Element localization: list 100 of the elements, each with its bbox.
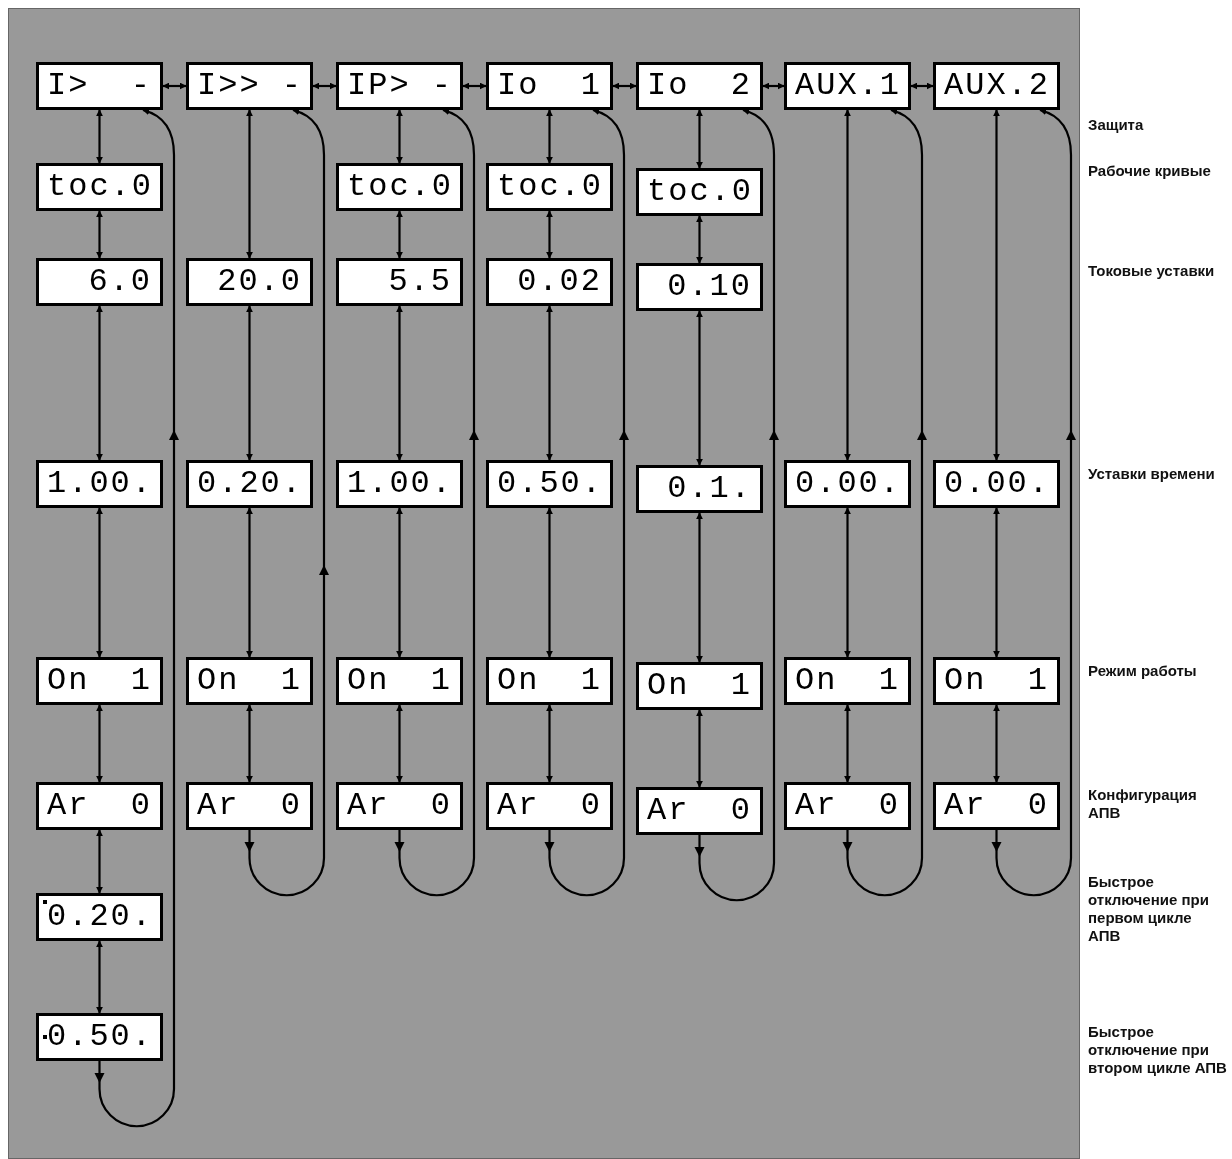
row-label: Уставки времени — [1088, 465, 1216, 483]
display-box — [486, 460, 613, 508]
display-text: Ar 0 — [497, 788, 602, 824]
display-box — [636, 168, 763, 216]
display-text: Ar 0 — [795, 788, 900, 824]
display-box — [36, 657, 163, 705]
double-arrow — [396, 210, 403, 259]
loop-arrow — [842, 108, 927, 897]
display-box — [784, 62, 911, 110]
display-text: 20.0 — [216, 264, 302, 300]
row-label: Защита — [1088, 116, 1145, 134]
display-text: 0.00. — [944, 466, 1049, 502]
double-arrow — [762, 82, 785, 90]
double-arrow — [612, 82, 637, 90]
display-text: IP> - — [347, 68, 452, 104]
double-arrow — [96, 704, 103, 783]
display-text: toc.0 — [347, 169, 452, 205]
row-label: Рабочие кривые — [1088, 162, 1212, 180]
display-text: On 1 — [647, 668, 752, 704]
double-arrow — [696, 109, 703, 169]
double-arrow — [993, 704, 1000, 783]
double-arrow — [96, 940, 103, 1014]
double-arrow — [396, 507, 403, 658]
display-box — [36, 163, 163, 211]
display-box — [933, 62, 1060, 110]
display-box — [933, 460, 1060, 508]
display-box — [36, 1013, 163, 1061]
display-text: Ar 0 — [647, 793, 752, 829]
display-text: I> - — [47, 68, 152, 104]
loop-arrow — [694, 108, 779, 902]
display-box — [336, 657, 463, 705]
display-box — [336, 782, 463, 830]
double-arrow — [246, 507, 253, 658]
double-arrow — [246, 109, 253, 259]
display-box — [933, 657, 1060, 705]
loop-arrow — [244, 108, 329, 897]
double-arrow — [844, 704, 851, 783]
double-arrow — [844, 507, 851, 658]
display-box — [486, 163, 613, 211]
display-text: On 1 — [347, 663, 452, 699]
display-text: 1.00. — [47, 466, 152, 502]
display-text: Io 2 — [647, 68, 752, 104]
loop-arrow — [544, 108, 629, 897]
display-text: 0.20. — [197, 466, 302, 502]
double-arrow — [844, 109, 851, 461]
row-label: Быстрое отключение при втором цикле АПВ — [1088, 1023, 1228, 1077]
display-text: 0.50. — [497, 466, 602, 502]
loop-arrow — [94, 108, 179, 1128]
display-box — [784, 657, 911, 705]
display-box — [336, 258, 463, 306]
display-box — [486, 782, 613, 830]
double-arrow — [696, 310, 703, 466]
double-arrow — [96, 210, 103, 259]
display-box — [186, 657, 313, 705]
display-box — [636, 465, 763, 513]
display-text: On 1 — [944, 663, 1049, 699]
display-text: On 1 — [47, 663, 152, 699]
display-text: 0.02 — [516, 264, 602, 300]
double-arrow — [396, 109, 403, 164]
double-arrow — [312, 82, 337, 90]
display-text: Ar 0 — [47, 788, 152, 824]
display-text: On 1 — [497, 663, 602, 699]
double-arrow — [96, 829, 103, 894]
double-arrow — [162, 82, 187, 90]
double-arrow — [546, 109, 553, 164]
display-box — [336, 62, 463, 110]
display-text: 1.00. — [347, 466, 452, 502]
display-text: toc.0 — [47, 169, 152, 205]
display-text: On 1 — [197, 663, 302, 699]
loop-arrow — [991, 108, 1076, 897]
display-box — [36, 893, 163, 941]
double-arrow — [910, 82, 934, 90]
display-text: 0.1. — [666, 471, 752, 507]
display-box — [486, 657, 613, 705]
display-box — [186, 258, 313, 306]
double-arrow — [96, 109, 103, 164]
double-arrow — [462, 82, 487, 90]
display-text: 0.10 — [666, 269, 752, 305]
double-arrow — [546, 210, 553, 259]
double-arrow — [546, 305, 553, 461]
display-box — [36, 62, 163, 110]
display-box — [36, 258, 163, 306]
double-arrow — [396, 305, 403, 461]
double-arrow — [696, 709, 703, 788]
display-text: 0.00. — [795, 466, 900, 502]
display-text: 6.0 — [87, 264, 152, 300]
double-arrow — [546, 704, 553, 783]
display-box — [784, 782, 911, 830]
display-box — [784, 460, 911, 508]
display-text: AUX.1 — [795, 68, 900, 104]
double-arrow — [696, 215, 703, 264]
display-box — [186, 782, 313, 830]
display-text: 0.20. — [47, 899, 152, 935]
row-label: Токовые уставки — [1088, 262, 1216, 280]
display-text: I>> - — [197, 68, 302, 104]
display-box — [336, 460, 463, 508]
display-text: toc.0 — [647, 174, 752, 210]
display-text: AUX.2 — [944, 68, 1049, 104]
double-arrow — [96, 507, 103, 658]
display-box — [336, 163, 463, 211]
